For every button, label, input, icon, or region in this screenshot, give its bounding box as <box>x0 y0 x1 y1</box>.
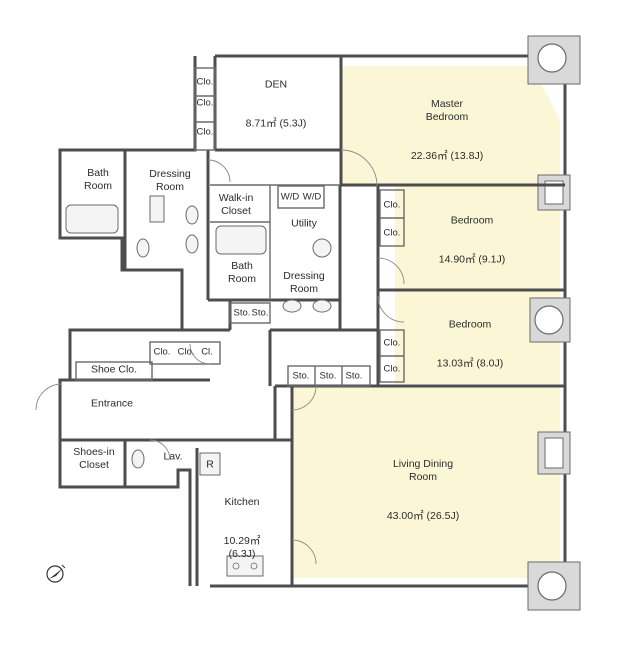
living-dining-name: Living Dining Room <box>392 458 454 483</box>
entrance-label: Entrance <box>90 397 134 410</box>
exterior-wall-left-upper <box>58 56 197 586</box>
refrigerator-label: R <box>206 458 214 471</box>
storage-3-label: Sto. <box>292 370 310 382</box>
kitchen-name: Kitchen <box>224 496 260 508</box>
master-bedroom-area <box>341 66 560 185</box>
living-dining-label: Living Dining Room 43.00㎡ (26.5J) <box>387 432 459 536</box>
storage-2-label: Sto. <box>251 307 269 319</box>
storage-1-label: Sto. <box>233 307 251 319</box>
bedroom-1-name: Bedroom <box>450 214 494 227</box>
bedroom-1-label: Bedroom 14.90㎡ (9.1J) <box>439 189 506 280</box>
bedroom-2-area-text: 13.03㎡ (8.0J) <box>436 357 504 370</box>
hall-closet-1-label: Clo. <box>153 346 171 358</box>
storage-4-label: Sto. <box>319 370 337 382</box>
master-bedroom-area-text: 22.36㎡ (13.8J) <box>410 150 484 162</box>
bath-room-1-label: Bath Room <box>83 167 113 192</box>
den-area: 8.71㎡ (5.3J) <box>245 117 307 130</box>
bedroom-2-label: Bedroom 13.03㎡ (8.0J) <box>437 293 504 384</box>
column-top-right <box>527 35 581 85</box>
den-label: DEN 8.71㎡ (5.3J) <box>246 53 307 144</box>
master-bedroom-name: Master Bedroom <box>425 98 469 123</box>
column-bottom-right <box>527 561 581 611</box>
kitchen-area-text: 10.29㎡ (6.3J) <box>223 535 261 560</box>
bedroom-1-closet-1-label: Clo. <box>383 199 401 211</box>
utility-label: Utility <box>291 217 317 230</box>
bedroom-2-area <box>395 292 560 384</box>
bedroom-1-area <box>395 186 560 292</box>
washer-dryer-1-label: W/D <box>280 191 300 203</box>
shoe-closet-label: Shoe Clo. <box>90 363 138 376</box>
bedroom-2-closet-1-label: Clo. <box>383 337 401 349</box>
hall-closet-3-label: Cl. <box>201 346 213 358</box>
lavatory-label: Lav. <box>163 450 183 463</box>
bedroom-2-closet-2-label: Clo. <box>383 363 401 375</box>
bath-room-2-label: Bath Room <box>227 260 257 285</box>
den-closet-2-label: Clo. <box>196 97 214 109</box>
walk-in-closet-label: Walk-in Closet <box>218 192 254 217</box>
door-swings <box>35 149 405 565</box>
master-bedroom-label: Master Bedroom 22.36㎡ (13.8J) <box>411 72 483 176</box>
column-mid-right-1 <box>537 174 571 211</box>
living-dining-area <box>292 386 560 578</box>
storage-5-label: Sto. <box>345 370 363 382</box>
dressing-room-2-label: Dressing Room <box>283 270 325 295</box>
fixtures <box>65 195 332 577</box>
den-closet-3-label: Clo. <box>196 126 214 138</box>
hall-closet-2-label: Clo. <box>177 346 195 358</box>
den-name: DEN <box>264 78 288 91</box>
shoes-in-closet-label: Shoes-in Closet <box>73 446 115 471</box>
closet-strips <box>75 67 405 387</box>
interior-walls <box>60 56 565 586</box>
north-arrow-icon <box>45 562 67 584</box>
den-closet-1-label: Clo. <box>196 76 214 88</box>
bedroom-2-name: Bedroom <box>448 318 492 331</box>
living-dining-area-text: 43.00㎡ (26.5J) <box>386 510 460 522</box>
column-mid-right-2 <box>529 297 571 343</box>
kitchen-label: Kitchen 10.29㎡ (6.3J) <box>224 470 261 574</box>
dressing-room-1-label: Dressing Room <box>149 168 191 193</box>
column-mid-right-3 <box>537 431 571 475</box>
bedroom-1-closet-2-label: Clo. <box>383 227 401 239</box>
washer-dryer-2-label: W/D <box>302 191 322 203</box>
bedroom-1-area-text: 14.90㎡ (9.1J) <box>438 253 506 266</box>
